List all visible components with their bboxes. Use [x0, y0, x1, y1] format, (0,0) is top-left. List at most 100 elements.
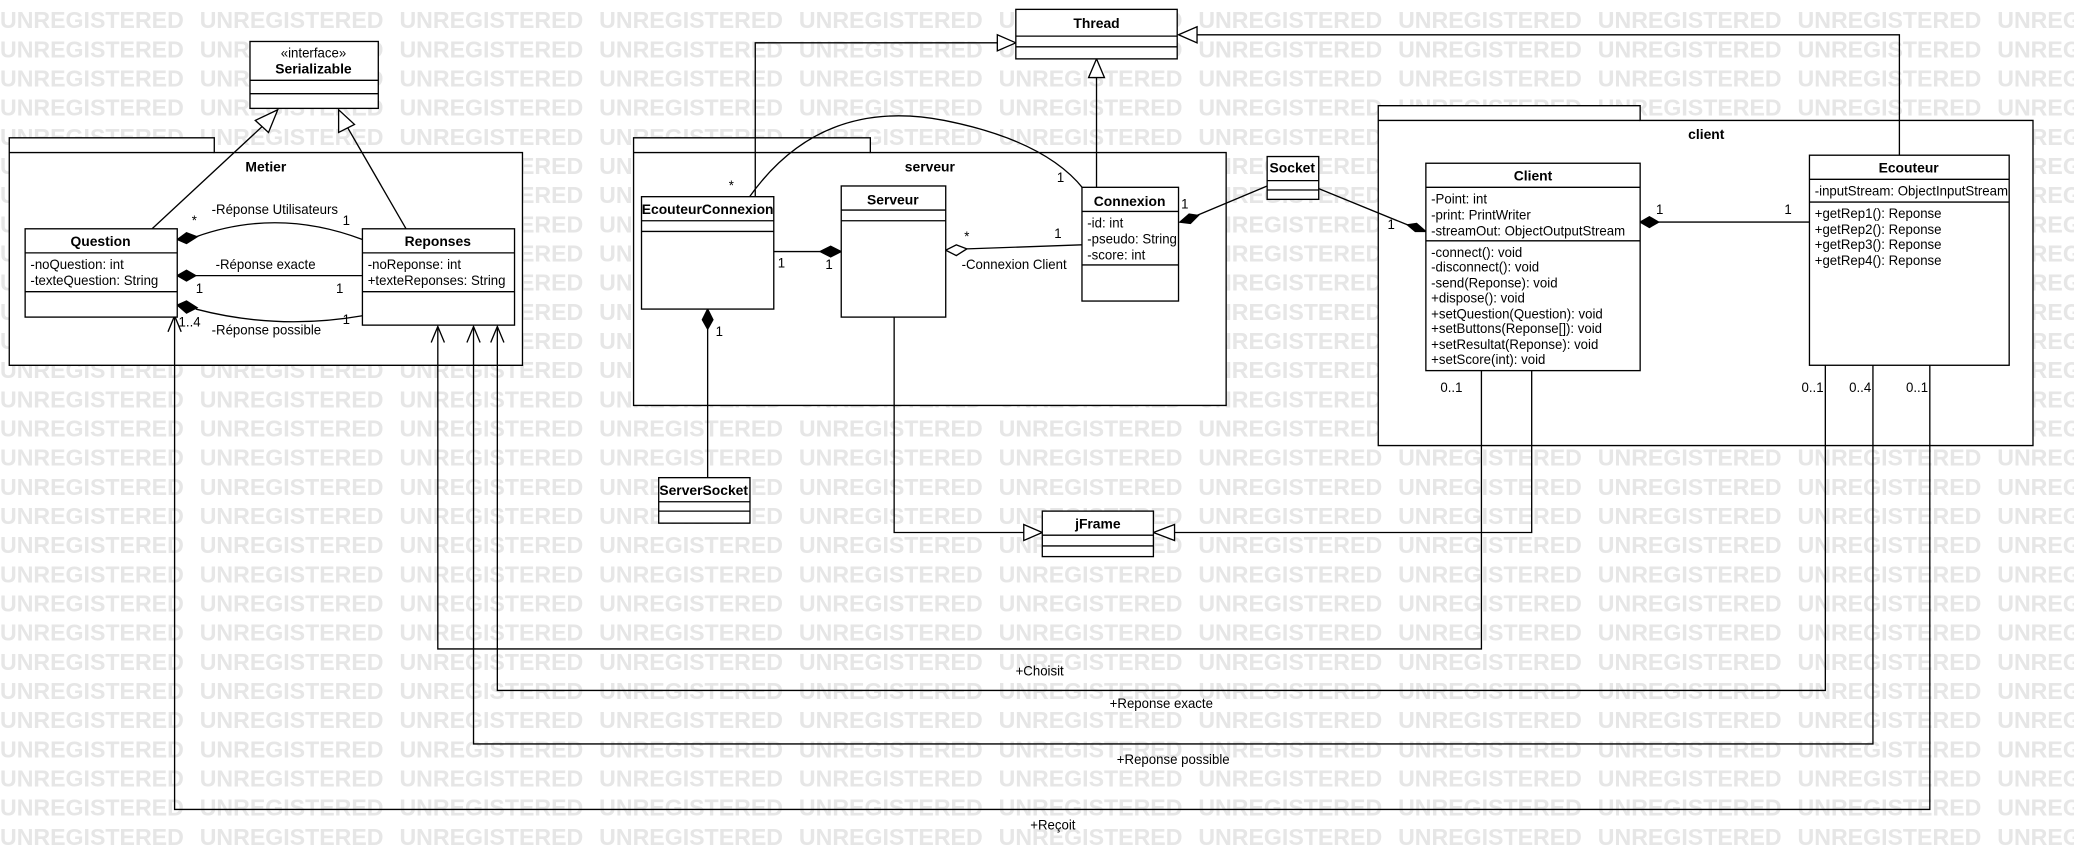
generalization-serveur-jframe: [893, 317, 1044, 542]
watermark-text: UNREGISTERED: [799, 65, 983, 91]
class-question-attr-2: -texteQuestion: String: [30, 273, 158, 288]
mult-reponse-possible-reponses: 1: [343, 312, 350, 327]
class-client-name: Client: [1514, 168, 1553, 184]
watermark-text: UNREGISTERED: [1798, 94, 1982, 120]
watermark-text: UNREGISTERED: [1198, 415, 1382, 441]
watermark-text: UNREGISTERED: [1997, 620, 2074, 646]
watermark-text: UNREGISTERED: [799, 765, 983, 791]
watermark-text: UNREGISTERED: [200, 474, 384, 500]
watermark-text: UNREGISTERED: [0, 765, 184, 791]
class-client-op-6: +setButtons(Reponse[]): void: [1431, 321, 1602, 336]
watermark-text: UNREGISTERED: [1198, 299, 1382, 325]
watermark-text: UNREGISTERED: [1198, 649, 1382, 675]
watermark-text: UNREGISTERED: [1198, 124, 1382, 150]
watermark-text: UNREGISTERED: [1598, 503, 1782, 529]
watermark-text: UNREGISTERED: [999, 620, 1183, 646]
watermark-text: UNREGISTERED: [1997, 36, 2074, 62]
watermark-text: UNREGISTERED: [0, 503, 184, 529]
class-jframe-name: jFrame: [1074, 515, 1121, 531]
class-client-op-7: +setResultat(Reponse): void: [1431, 337, 1598, 352]
watermark-text: UNREGISTERED: [1997, 707, 2074, 733]
watermark-text: UNREGISTERED: [1198, 65, 1382, 91]
watermark-text: UNREGISTERED: [1598, 765, 1782, 791]
package-client-title: client: [1688, 126, 1725, 142]
class-connexion[interactable]: Connexion -id: int -pseudo: String -scor…: [1081, 186, 1180, 302]
class-socket[interactable]: Socket: [1266, 155, 1320, 201]
watermark-text: UNREGISTERED: [1798, 474, 1982, 500]
watermark-text: UNREGISTERED: [1798, 707, 1982, 733]
generalization-ecouteurconnexion-thread: [754, 33, 1018, 197]
watermark-text: UNREGISTERED: [1997, 503, 2074, 529]
association-reponse-possible-client: [466, 324, 1874, 745]
watermark-text: UNREGISTERED: [399, 649, 583, 675]
watermark-text: UNREGISTERED: [1198, 269, 1382, 295]
watermark-text: UNREGISTERED: [1997, 65, 2074, 91]
watermark-text: UNREGISTERED: [399, 36, 583, 62]
watermark-text: UNREGISTERED: [1198, 328, 1382, 354]
watermark-text: UNREGISTERED: [200, 824, 384, 850]
watermark-text: UNREGISTERED: [399, 736, 583, 762]
watermark-text: UNREGISTERED: [1198, 824, 1382, 850]
class-thread[interactable]: Thread: [1015, 8, 1178, 60]
watermark-text: UNREGISTERED: [399, 415, 583, 441]
watermark-text: UNREGISTERED: [799, 824, 983, 850]
watermark-text: UNREGISTERED: [1798, 824, 1982, 850]
class-server-socket[interactable]: ServerSocket: [658, 476, 751, 524]
watermark-text: UNREGISTERED: [1398, 824, 1582, 850]
watermark-text: UNREGISTERED: [599, 65, 783, 91]
watermark-text: UNREGISTERED: [1997, 795, 2074, 821]
watermark-text: UNREGISTERED: [1798, 65, 1982, 91]
association-ecouteur-connexion-arc: [748, 115, 1084, 199]
watermark-text: UNREGISTERED: [399, 474, 583, 500]
class-serializable-name: Serializable: [275, 61, 352, 77]
watermark-text: UNREGISTERED: [999, 795, 1183, 821]
class-serializable[interactable]: «interface» Serializable: [249, 40, 379, 110]
watermark-text: UNREGISTERED: [599, 649, 783, 675]
watermark-text: UNREGISTERED: [1398, 444, 1582, 470]
class-connexion-name: Connexion: [1094, 193, 1166, 209]
watermark-text: UNREGISTERED: [1398, 532, 1582, 558]
watermark-text: UNREGISTERED: [1198, 36, 1382, 62]
class-jframe[interactable]: jFrame: [1041, 510, 1155, 558]
watermark-text: UNREGISTERED: [1798, 7, 1982, 33]
mult-ecouteur-serveur-serveur: 1: [825, 257, 832, 272]
association-reponse-possible: [176, 300, 363, 323]
class-question[interactable]: Question -noQuestion: int -texteQuestion…: [24, 228, 178, 318]
watermark-text: UNREGISTERED: [1997, 765, 2074, 791]
package-serveur-title: serveur: [905, 158, 956, 174]
watermark-text: UNREGISTERED: [1398, 620, 1582, 646]
watermark-text: UNREGISTERED: [999, 124, 1183, 150]
watermark-text: UNREGISTERED: [399, 561, 583, 587]
class-connexion-attr-2: -pseudo: String: [1087, 231, 1177, 246]
watermark-text: UNREGISTERED: [1598, 620, 1782, 646]
watermark-text: UNREGISTERED: [399, 532, 583, 558]
generalization-reponses-serializable: [337, 108, 407, 230]
mult-ecouteur-serversocket: 1: [716, 324, 723, 339]
class-ecouteur[interactable]: Ecouteur -inputStream: ObjectInputStream…: [1808, 154, 2010, 366]
watermark-text: UNREGISTERED: [799, 94, 983, 120]
mult-connexion-client-serveur: *: [964, 229, 969, 244]
class-client-op-3: -send(Reponse): void: [1431, 276, 1557, 291]
class-reponses[interactable]: Reponses -noReponse: int +texteReponses:…: [361, 228, 516, 326]
generalization-client-jframe: [1151, 370, 1533, 542]
watermark-text: UNREGISTERED: [599, 561, 783, 587]
label-reponse-possible-client: +Reponse possible: [1117, 752, 1230, 767]
class-ecouteur-attr-1: -inputStream: ObjectInputStream: [1815, 183, 2008, 198]
class-serveur[interactable]: Serveur: [840, 185, 947, 318]
class-question-attr-1: -noQuestion: int: [30, 257, 124, 272]
class-client[interactable]: Client -Point: int -print: PrintWriter -…: [1425, 162, 1641, 372]
watermark-text: UNREGISTERED: [1198, 765, 1382, 791]
watermark-text: UNREGISTERED: [1398, 590, 1582, 616]
watermark-text: UNREGISTERED: [1198, 590, 1382, 616]
class-ecouteur-connexion[interactable]: EcouteurConnexion: [640, 196, 775, 310]
watermark-text: UNREGISTERED: [1997, 94, 2074, 120]
watermark-text: UNREGISTERED: [399, 7, 583, 33]
watermark-text: UNREGISTERED: [1798, 678, 1982, 704]
watermark-text: UNREGISTERED: [599, 7, 783, 33]
watermark-text: UNREGISTERED: [1198, 444, 1382, 470]
watermark-text: UNREGISTERED: [1598, 824, 1782, 850]
watermark-text: UNREGISTERED: [399, 386, 583, 412]
watermark-text: UNREGISTERED: [1398, 561, 1582, 587]
watermark-text: UNREGISTERED: [200, 736, 384, 762]
mult-reponse-exacte-reponses: 1: [336, 281, 343, 296]
